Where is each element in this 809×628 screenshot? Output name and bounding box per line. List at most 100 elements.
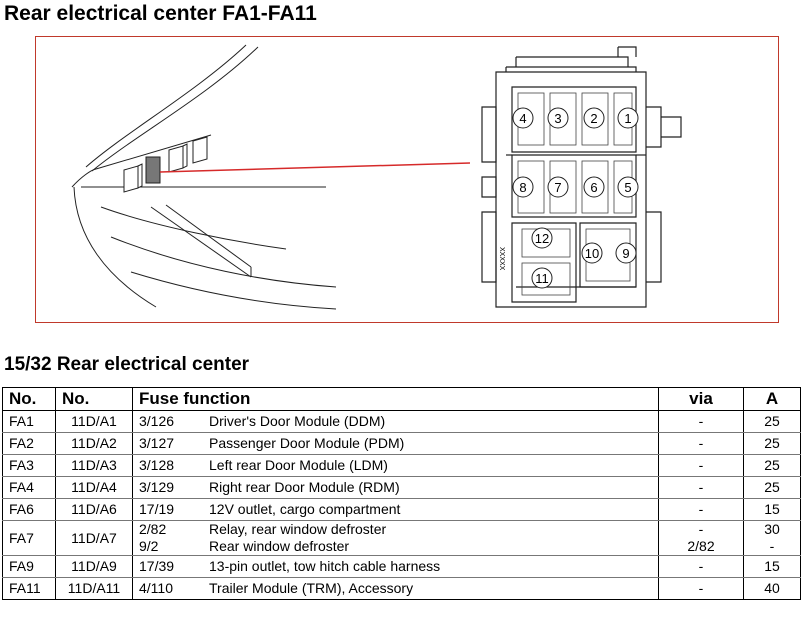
fuse-id: 11D/A2 [55,432,133,455]
fuse-amperage: 15 [764,558,780,574]
fuse-number: FA3 [2,454,56,477]
header-amp: A [743,387,801,411]
highlighted-fusebox [145,156,161,184]
fuse-ref-cell: 3/128 [132,454,203,477]
fuse-slot-circle [512,107,534,129]
fuse-function: Passenger Door Module (PDM) [209,435,405,451]
header-via: via [658,387,744,411]
fuse-slot-label: 7 [554,180,561,195]
fuse-number: FA4 [2,476,56,499]
fuse-ref-cell: 3/127 [132,432,203,455]
fuse-via: - [698,580,704,596]
fuse-number: FA11 [2,577,56,600]
header-fuse-function: Fuse function [132,387,659,411]
fuse-via: - [698,479,704,495]
fuse-slot-circle [512,176,534,198]
fuse-amperage: 25 [764,413,780,429]
fuse-number: FA7 [2,520,56,556]
fuse-ref: 3/128 [139,457,175,473]
fuse-slot-label: 1 [624,111,631,126]
fuse-function-cell: 13-pin outlet, tow hitch cable harness [203,555,659,578]
fuse-slot-label: 10 [585,246,599,261]
fuse-slot-circle [615,242,637,264]
fuse-via-cell: - [658,577,744,600]
fuse-amperage: 30 [764,521,780,537]
fuse-function: Driver's Door Module (DDM) [209,413,386,429]
fuse-id: 11D/A7 [55,520,133,556]
fuse-via: - [698,558,704,574]
fuse-box-outline [481,46,682,308]
section-title: 15/32 Rear electrical center [4,354,250,375]
fuse-slot-circle [531,267,553,289]
fuse-amperage: 15 [764,501,780,517]
fuse-number: FA6 [2,498,56,521]
page-title: Rear electrical center FA1-FA11 [4,2,317,25]
fuse-id: 11D/A1 [55,410,133,433]
fuse-via-cell: - [658,432,744,455]
fuse-function-cell: Right rear Door Module (RDM) [203,476,659,499]
fuse-via: - [698,457,704,473]
fuse-slot-label: 5 [624,180,631,195]
fuse-slot-circle [531,227,553,249]
fuse-amperage-cell: 25 [743,410,801,433]
fuse-ref-cell: 3/129 [132,476,203,499]
fuse-ref: 17/19 [139,501,175,517]
fuse-amperage: 25 [764,479,780,495]
fuse-via-cell: - [658,410,744,433]
fuse-slot-circle [581,242,603,264]
fuse-via-cell: -2/82 [658,520,744,556]
fuse-amperage: 25 [764,435,780,451]
fuse-via-cell: - [658,454,744,477]
fuse-amperage-cell: 25 [743,454,801,477]
side-marking: XXXXX [498,247,505,271]
fuse-amperage-cell: 25 [743,476,801,499]
fuse-via: - [698,501,704,517]
fuse-slot-label: 9 [622,246,629,261]
fuse-amperage: - [769,538,775,554]
fuse-function-cell: Left rear Door Module (LDM) [203,454,659,477]
fuse-id: 11D/A4 [55,476,133,499]
fuse-function: Right rear Door Module (RDM) [209,479,400,495]
fuse-ref: 17/39 [139,558,175,574]
car-body-drawing [71,44,337,310]
fuse-slot-label: 6 [590,180,597,195]
fuse-number: FA2 [2,432,56,455]
fuse-ref-cell: 3/126 [132,410,203,433]
fuse-ref-cell: 17/39 [132,555,203,578]
fuse-number: FA1 [2,410,56,433]
fuse-via-cell: - [658,476,744,499]
fuse-via: - [698,521,704,537]
fuse-slot-circle [583,107,605,129]
fuse-function: Trailer Module (TRM), Accessory [209,580,414,596]
table-header-row: No. No. Fuse function via A [2,387,801,411]
fuse-function: 13-pin outlet, tow hitch cable harness [209,558,441,574]
fuse-amperage-cell: 15 [743,498,801,521]
fuse-function-cell: Passenger Door Module (PDM) [203,432,659,455]
fuse-ref: 3/126 [139,413,175,429]
fuse-slot-label: 4 [519,111,526,126]
fuse-via: - [698,435,704,451]
fuse-amperage-cell: 30- [743,520,801,556]
fuse-slot-circle [617,176,639,198]
fuse-function-cell: 12V outlet, cargo compartment [203,498,659,521]
fuse-function: Left rear Door Module (LDM) [209,457,388,473]
fuse-slot-label: 8 [519,180,526,195]
fuse-slot-circle [583,176,605,198]
fuse-id: 11D/A9 [55,555,133,578]
fuse-amperage: 40 [764,580,780,596]
fuse-slot-circle [617,107,639,129]
fuse-slot-circle [547,176,569,198]
fuse-via: 2/82 [687,538,715,554]
car-fusebox-modules [123,136,208,193]
fuse-via: - [698,413,704,429]
